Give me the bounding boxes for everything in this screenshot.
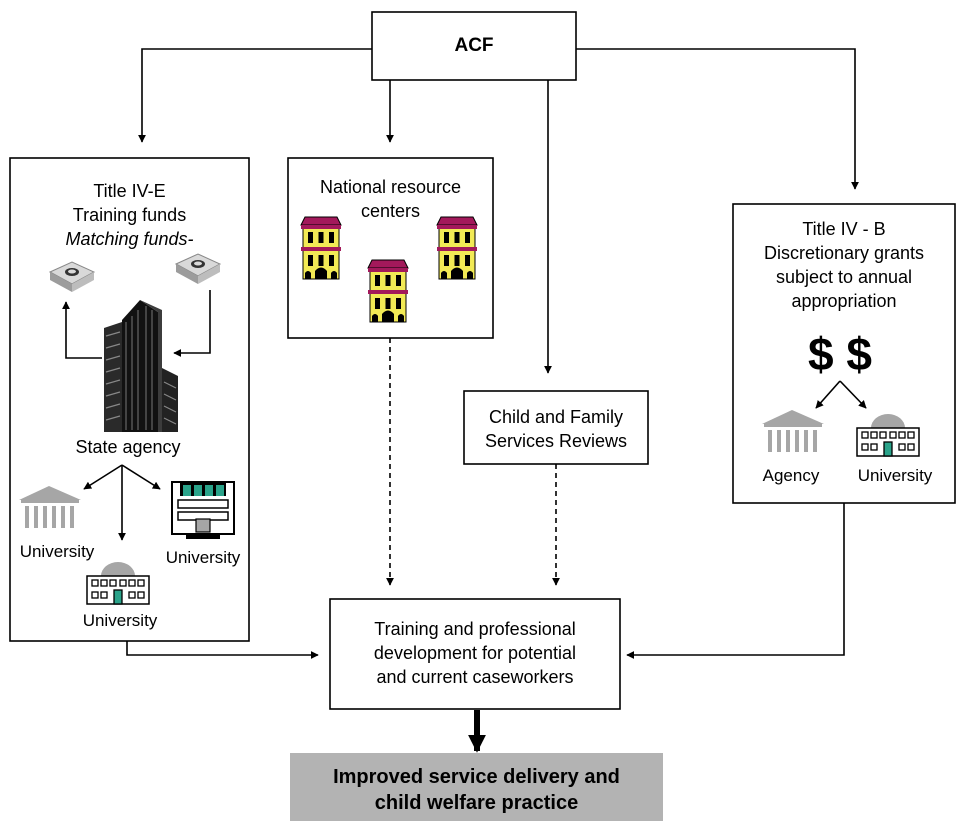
agency-label: Agency — [762, 466, 820, 485]
title-ivb-line1: Title IV - B — [802, 219, 886, 239]
university-right-icon — [171, 481, 235, 539]
title-ivb-box — [732, 203, 956, 504]
arrow-acf-to-title-ivb — [576, 48, 859, 190]
cfsr-box — [463, 390, 649, 465]
training-line3: and current caseworkers — [376, 667, 574, 687]
arrow-dollars-to-university — [839, 380, 867, 409]
cfsr-line2: Services Reviews — [484, 431, 628, 451]
title-ive-line1: Title IV-E — [93, 181, 166, 201]
resource-center-building-icon-1 — [300, 216, 342, 280]
university-label: University — [857, 466, 933, 485]
arrow-state-agency-to-university-left — [83, 464, 123, 490]
university-bottom-label: University — [82, 611, 158, 630]
title-ive-flows — [62, 290, 211, 541]
outcome-box — [290, 753, 663, 821]
arrow-agency-to-money-left — [62, 301, 102, 359]
acf-box — [371, 11, 577, 81]
university-right-label: University — [165, 548, 241, 567]
arrow-acf-to-title-ive — [138, 48, 372, 143]
acf-label: ACF — [454, 35, 494, 56]
office-tower-icon — [104, 300, 178, 432]
title-ive-line2: Training funds — [72, 205, 187, 225]
title-ive-subtitle: Matching funds- — [65, 229, 194, 249]
resource-centers-line1: National resource — [319, 177, 462, 197]
dollar-signs: $ $ — [808, 328, 872, 380]
arrow-dollars-to-agency — [815, 380, 841, 409]
cfsr-line1: Child and Family — [488, 407, 624, 427]
state-agency-label: State agency — [75, 437, 181, 457]
title-ivb-line4: appropriation — [791, 291, 897, 311]
training-line1: Training and professional — [374, 619, 576, 639]
university-left-label: University — [19, 542, 95, 561]
arrow-title-ive-to-training — [126, 641, 319, 659]
resource-centers-line2: centers — [360, 201, 421, 221]
arrow-money-right-to-agency — [173, 290, 211, 357]
outcome-line1: Improved service delivery and — [333, 766, 620, 788]
outcome-line2: child welfare practice — [374, 792, 579, 814]
arrow-state-agency-to-university-right — [121, 464, 161, 490]
connectors — [126, 48, 859, 659]
training-box — [329, 598, 621, 710]
arrow-title-ivb-to-training — [626, 503, 845, 659]
title-ivb-flows — [815, 380, 867, 409]
title-ivb-line3: subject to annual — [775, 267, 913, 287]
resource-center-building-icon-2 — [436, 216, 478, 280]
title-ivb-line2: Discretionary grants — [763, 243, 925, 263]
training-line2: development for potential — [373, 643, 577, 663]
resource-center-building-icon-3 — [367, 259, 409, 323]
